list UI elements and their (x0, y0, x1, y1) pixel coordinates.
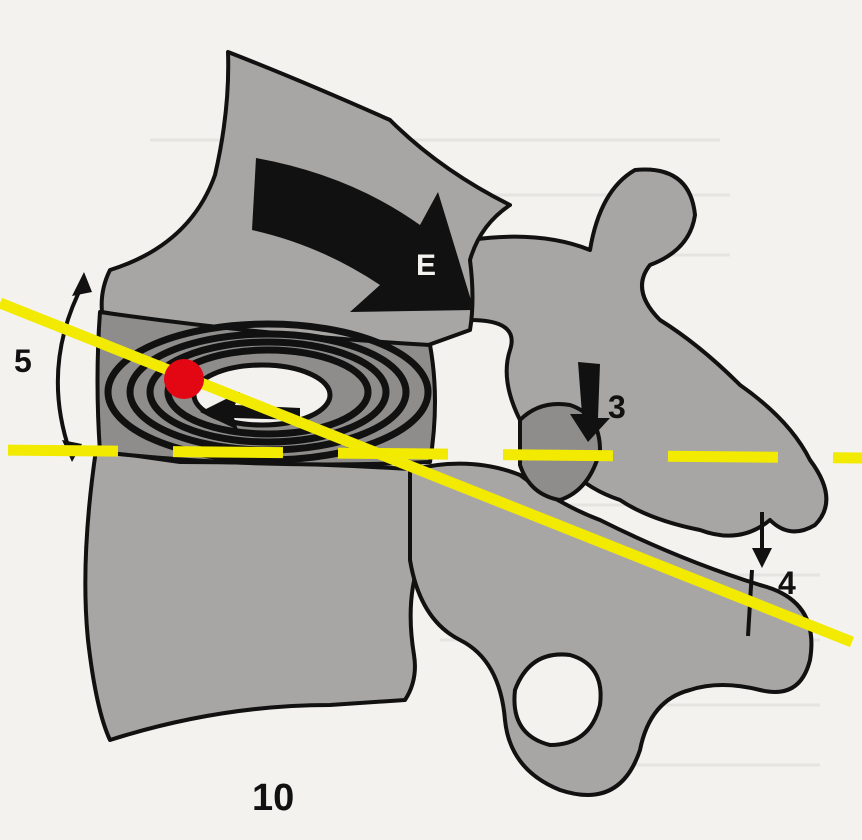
label-3: 3 (608, 389, 626, 425)
red-dot (164, 359, 204, 399)
lower-foramen (514, 654, 600, 745)
label-4: 4 (778, 565, 796, 601)
figure-number: 10 (252, 777, 294, 819)
lower-vertebral-body (85, 450, 431, 740)
extension-label: E (416, 249, 436, 282)
rotation-double-arrow (58, 272, 92, 462)
label-5: 5 (14, 343, 32, 379)
